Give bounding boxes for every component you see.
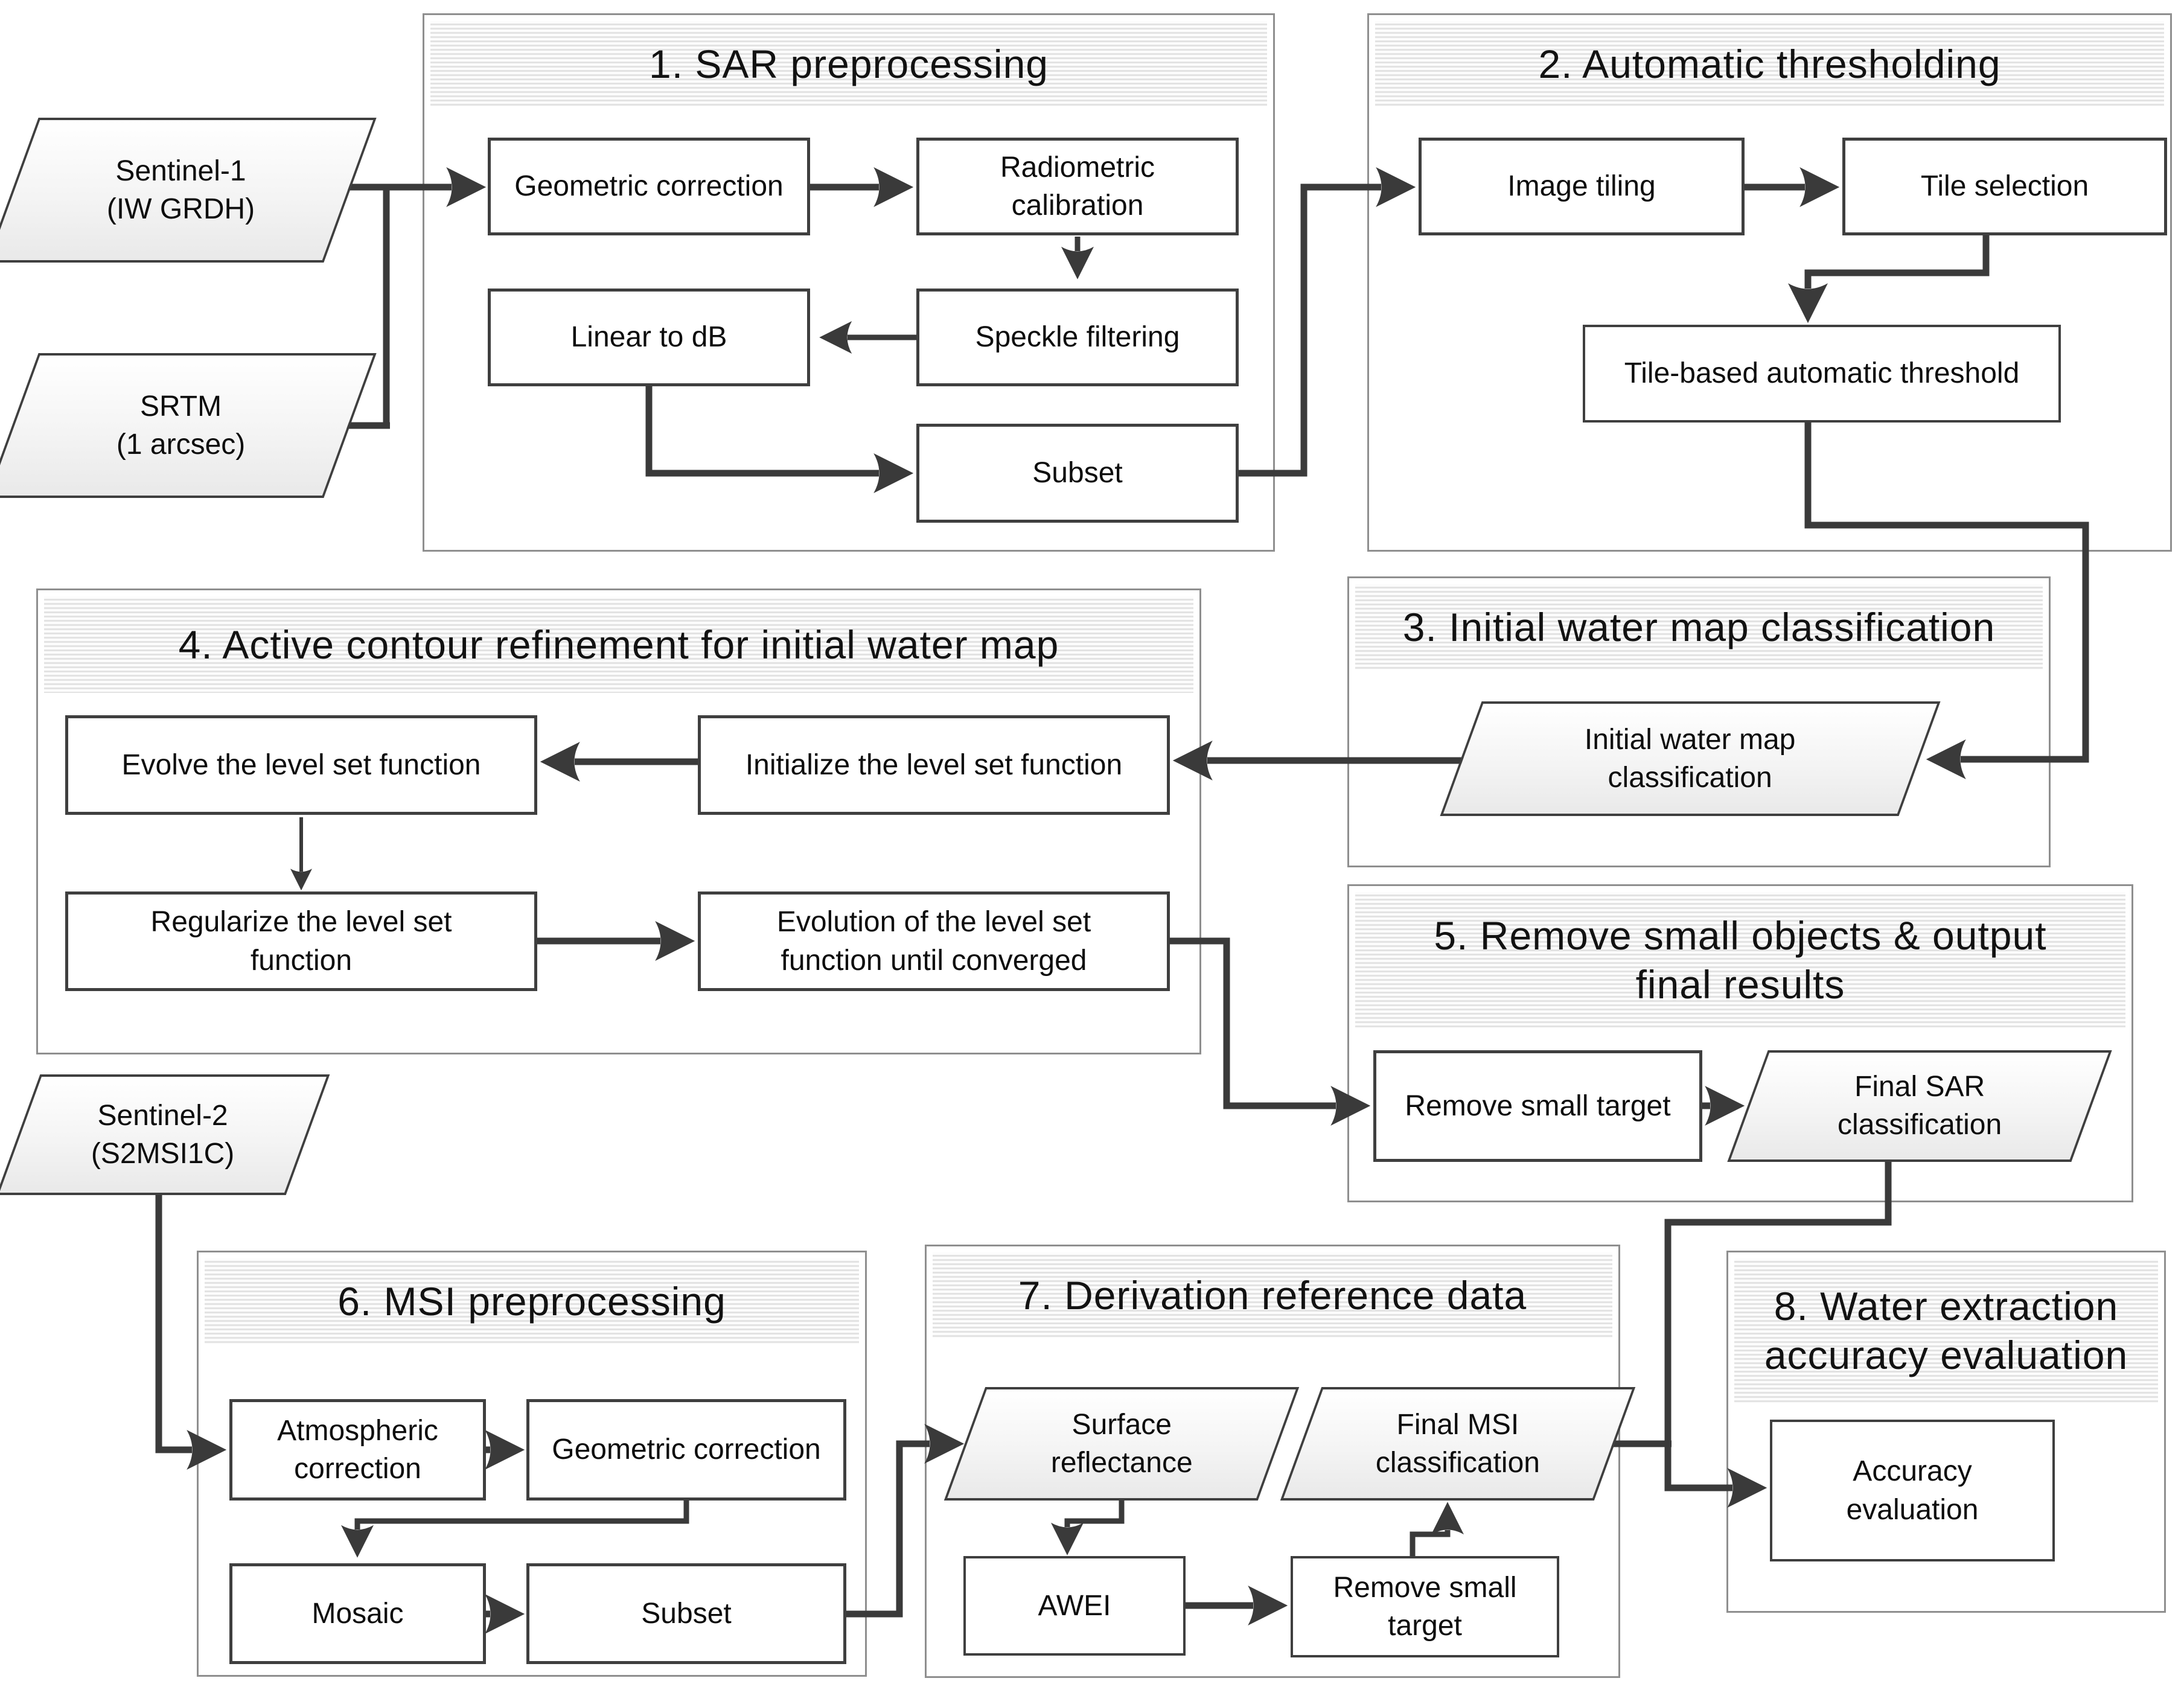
section-6-title: 6. MSI preprocessing xyxy=(337,1278,726,1324)
section-3-title: 3. Initial water map classification xyxy=(1402,604,1996,649)
connector-sentinel2-to-atmospheric xyxy=(155,1192,227,1470)
connector-evolution-to-remove-small xyxy=(1170,937,1371,1126)
io-sentinel-1: Sentinel-1 (IW GRDH) xyxy=(0,118,377,263)
section-2-title: 2. Automatic thresholding xyxy=(1538,41,2001,86)
section-4-active-contour: 4. Active contour refinement for initial… xyxy=(36,588,1201,1054)
node-awei: AWEI xyxy=(963,1556,1186,1656)
node-linear-to-db: Linear to dB xyxy=(488,289,810,386)
io-final-sar-classification: Final SAR classification xyxy=(1727,1050,2112,1162)
node-image-tiling: Image tiling xyxy=(1419,138,1745,235)
node-tile-based-threshold: Tile-based automatic threshold xyxy=(1583,325,2061,423)
node-accuracy-evaluation: Accuracy evaluation xyxy=(1770,1420,2055,1561)
section-3-initial-water-map: 3. Initial water map classification xyxy=(1347,576,2051,867)
io-sentinel-1-label: Sentinel-1 (IW GRDH) xyxy=(107,155,255,225)
connector-subset-to-surface-reflectance xyxy=(846,1424,965,1618)
node-geometric-correction-msi: Geometric correction xyxy=(526,1399,846,1501)
connector-geometric-to-mosaic xyxy=(341,1501,689,1558)
section-4-title: 4. Active contour refinement for initial… xyxy=(178,622,1059,667)
node-tile-selection: Tile selection xyxy=(1842,138,2167,235)
section-2-automatic-thresholding: 2. Automatic thresholding xyxy=(1367,13,2172,552)
io-initial-water-map-label: Initial water map classification xyxy=(1585,723,1796,794)
node-mosaic: Mosaic xyxy=(229,1563,486,1664)
section-5-title-line2: final results xyxy=(1635,962,1845,1007)
io-surface-reflectance: Surface reflectance xyxy=(944,1387,1300,1501)
section-4-header: 4. Active contour refinement for initial… xyxy=(44,596,1193,693)
connector-remove-small-to-final-msi xyxy=(1410,1502,1464,1556)
node-atmospheric-correction: Atmospheric correction xyxy=(229,1399,486,1501)
io-initial-water-map: Initial water map classification xyxy=(1440,701,1941,816)
section-8-header: 8. Water extraction accuracy evaluation xyxy=(1734,1258,2158,1403)
io-final-msi-label: Final MSI classification xyxy=(1375,1408,1541,1479)
node-speckle-filtering: Speckle filtering xyxy=(916,289,1239,386)
section-1-title: 1. SAR preprocessing xyxy=(649,41,1049,86)
node-remove-small-target-sar: Remove small target xyxy=(1373,1050,1702,1162)
section-3-header: 3. Initial water map classification xyxy=(1355,584,2043,670)
section-5-header: 5. Remove small objects & output final r… xyxy=(1355,892,2125,1028)
io-srtm-label: SRTM (1 arcsec) xyxy=(117,390,246,461)
connector-final-sar-to-accuracy xyxy=(1664,1160,1892,1508)
node-radiometric-calibration: Radiometric calibration xyxy=(916,138,1239,235)
connector-threshold-to-initial-water xyxy=(1804,423,2089,779)
section-1-header: 1. SAR preprocessing xyxy=(430,21,1267,107)
node-initialize-level-set: Initialize the level set function xyxy=(698,715,1170,815)
connector-subset-to-image-tiling xyxy=(1239,167,1416,477)
io-sentinel-2: Sentinel-2 (S2MSI1C) xyxy=(0,1074,330,1195)
connector-surface-to-awei xyxy=(1051,1498,1125,1555)
section-5-title-line1: 5. Remove small objects & output xyxy=(1434,913,2047,958)
io-sentinel-2-label: Sentinel-2 (S2MSI1C) xyxy=(91,1099,235,1170)
node-remove-small-target-msi: Remove small target xyxy=(1291,1556,1559,1657)
node-evolution-until-converged: Evolution of the level set function unti… xyxy=(698,891,1170,991)
node-regularize-level-set: Regularize the level set function xyxy=(65,891,537,991)
connector-tile-selection-to-threshold xyxy=(1788,235,1990,324)
node-geometric-correction: Geometric correction xyxy=(488,138,810,235)
io-final-msi-classification: Final MSI classification xyxy=(1280,1387,1636,1501)
section-6-header: 6. MSI preprocessing xyxy=(205,1258,859,1344)
io-final-sar-label: Final SAR classification xyxy=(1837,1071,2002,1141)
section-7-header: 7. Derivation reference data xyxy=(933,1252,1612,1338)
section-2-header: 2. Automatic thresholding xyxy=(1375,21,2164,107)
section-7-title: 7. Derivation reference data xyxy=(1018,1272,1527,1318)
node-subset-msi: Subset xyxy=(526,1563,846,1664)
io-srtm: SRTM (1 arcsec) xyxy=(0,353,377,498)
io-surface-reflectance-label: Surface reflectance xyxy=(1050,1408,1193,1479)
node-subset-sar: Subset xyxy=(916,424,1239,523)
section-1-sar-preprocessing: 1. SAR preprocessing xyxy=(423,13,1275,552)
node-evolve-level-set: Evolve the level set function xyxy=(65,715,537,815)
section-8-title-line1: 8. Water extraction xyxy=(1774,1284,2119,1329)
connector-lineardb-to-subset xyxy=(645,386,914,493)
section-8-title-line2: accuracy evaluation xyxy=(1764,1333,2128,1377)
